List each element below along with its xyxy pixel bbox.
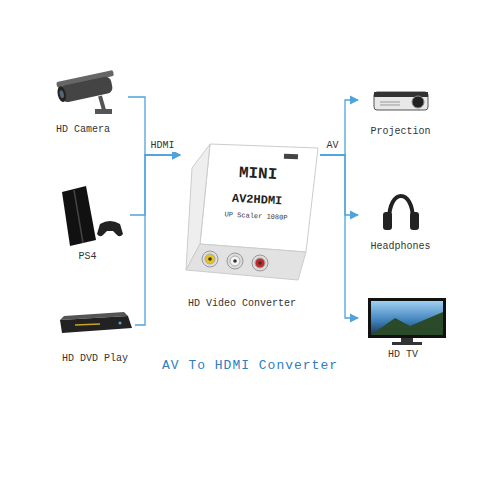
converter-caption: HD Video Converter [188, 298, 296, 309]
device-label: PS4 [78, 251, 96, 262]
device-label: Headphones [370, 241, 430, 252]
signal-label: AV [324, 140, 340, 152]
diagram-title: AV To HDMI Converter [0, 358, 500, 374]
device-label: HD Camera [56, 124, 110, 135]
housing-print: AV2HDMI [231, 193, 282, 209]
projector-icon [374, 92, 428, 110]
device-box: HD Camera [38, 70, 128, 138]
signal-label: HDMI [148, 140, 176, 152]
signal-connector [320, 155, 358, 215]
signal-connector [128, 97, 180, 155]
signal-connector [320, 155, 358, 318]
converter-box: MINIAV2HDMIUP Scaler 1080PHD Video Conve… [180, 140, 320, 315]
device-box: HD DVD Play [55, 305, 135, 367]
device-box: Headphones [358, 185, 443, 255]
device-box: Projection [358, 85, 443, 140]
signal-connector [130, 155, 180, 215]
signal-connector [320, 100, 358, 155]
console-icon [62, 186, 123, 246]
camera-icon [55, 70, 117, 114]
device-label: HD TV [388, 349, 418, 360]
device-box: PS4 [45, 185, 130, 265]
tv-icon [368, 298, 446, 345]
device-box: HD TV [358, 295, 448, 363]
housing-print: MINI [238, 165, 277, 185]
dvd-player-icon [60, 312, 132, 333]
device-label: HD DVD Play [62, 353, 128, 364]
device-label: Projection [370, 126, 430, 137]
headphones-icon [383, 196, 419, 230]
signal-connector [135, 155, 180, 325]
